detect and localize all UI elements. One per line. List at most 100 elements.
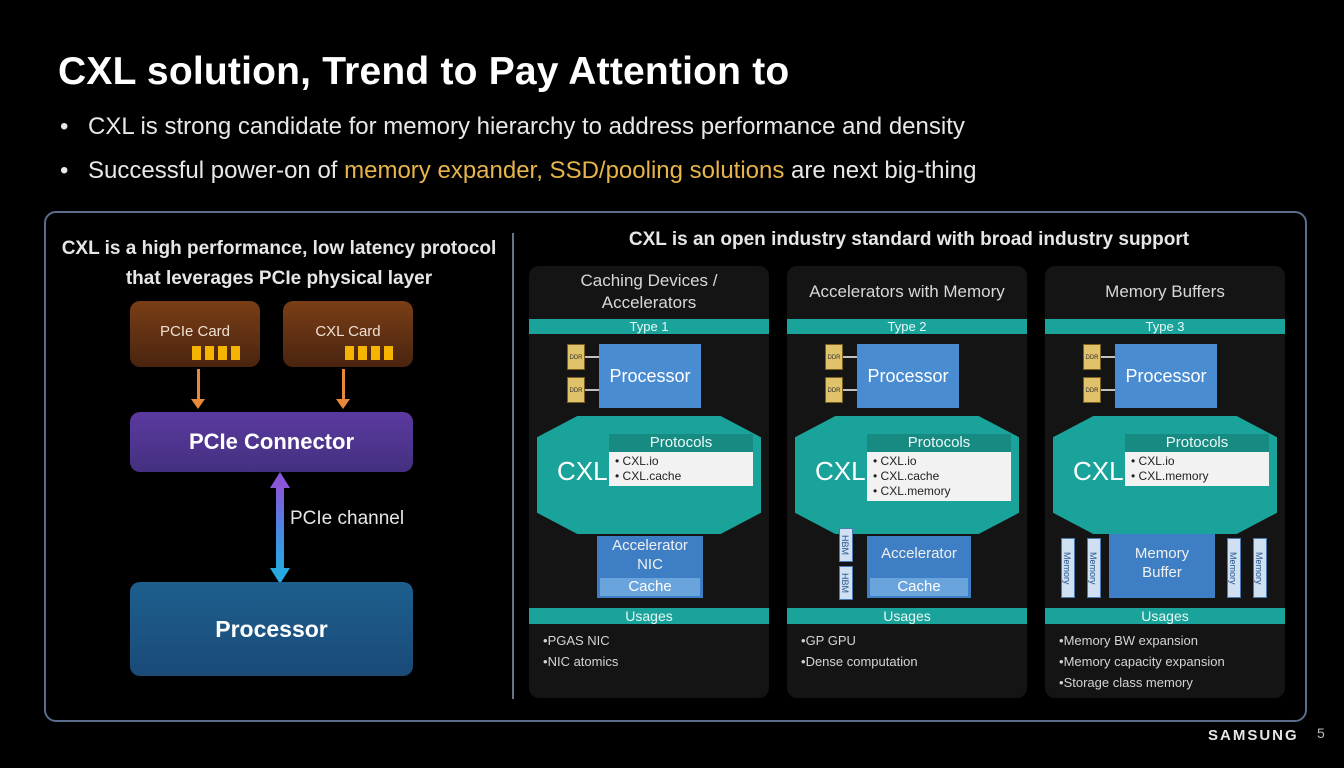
usages-list: GP GPU Dense computation (801, 630, 918, 672)
left-heading: CXL is a high performance, low latency p… (54, 234, 504, 294)
protocol-item: • CXL.io (1131, 454, 1175, 468)
cxl-label: CXL (1073, 456, 1124, 486)
slide-title: CXL solution, Trend to Pay Attention to (58, 50, 790, 93)
ddr-chips: DDR DDR (567, 344, 585, 410)
protocol-item: • CXL.io (873, 454, 917, 468)
panel-type3: Memory Buffers Type 3 DDR DDR Processor … (1045, 266, 1285, 698)
ddr-chip: DDR (567, 344, 585, 370)
pcie-card-label: PCIe Card (159, 323, 231, 340)
page-number: 5 (1317, 725, 1325, 741)
protocol-item: • CXL.io (615, 454, 659, 468)
bullet-item: CXL is strong candidate for memory hiera… (58, 112, 977, 156)
chip-link-line (585, 389, 599, 391)
cxl-label: CXL (815, 456, 866, 486)
hbm-tag: HBM (839, 528, 853, 562)
arrow-down-icon (191, 369, 205, 409)
chip-link-line (1101, 356, 1115, 358)
panel-title: Memory Buffers (1105, 282, 1225, 301)
block-line: NIC (637, 556, 663, 573)
protocol-item: • CXL.memory (873, 484, 951, 498)
section-divider (512, 233, 514, 699)
usage-item: Dense computation (801, 651, 918, 672)
ddr-chip: DDR (567, 377, 585, 403)
cache-block: Cache (870, 578, 968, 596)
protocols-title: Protocols (609, 434, 753, 452)
arrow-down-icon (336, 369, 350, 409)
protocols-list: • CXL.io • CXL.memory (1125, 452, 1269, 486)
protocols-list: • CXL.io • CXL.cache (609, 452, 753, 486)
panel-type1: Caching Devices / Accelerators Type 1 DD… (529, 266, 769, 698)
left-heading-line1: CXL is a high performance, low latency p… (61, 238, 497, 259)
arrow-down-icon (270, 568, 290, 584)
usage-item: Memory BW expansion (1059, 630, 1225, 651)
cxl-card: CXL Card (283, 301, 413, 367)
protocol-item: • CXL.cache (873, 469, 940, 483)
ddr-chip: DDR (825, 344, 843, 370)
bullet-highlight: memory expander, SSD/pooling solutions (344, 157, 785, 184)
usage-item: PGAS NIC (543, 630, 618, 651)
protocols-list: • CXL.io • CXL.cache • CXL.memory (867, 452, 1011, 501)
chip-link-line (585, 356, 599, 358)
type-bar: Type 1 (529, 319, 769, 334)
protocol-text: CXL.memory (880, 484, 951, 498)
protocol-text: CXL.memory (1138, 469, 1209, 483)
panel-title: Accelerators with Memory (809, 282, 1005, 301)
panel-title: Caching Devices / Accelerators (580, 271, 718, 312)
bullet-text-suffix: are next big-thing (784, 157, 977, 184)
chip-link-line (843, 356, 857, 358)
content-frame (44, 211, 1307, 722)
usages-bar: Usages (787, 608, 1027, 624)
protocol-item: • CXL.cache (615, 469, 682, 483)
usage-item: Storage class memory (1059, 672, 1225, 693)
right-heading: CXL is an open industry standard with br… (628, 229, 1190, 250)
block-line: Accelerator (612, 537, 688, 554)
protocol-text: CXL.io (880, 454, 917, 468)
arrow-up-icon (270, 472, 290, 488)
panel-type2: Accelerators with Memory Type 2 DDR DDR … (787, 266, 1027, 698)
protocol-text: CXL.cache (622, 469, 682, 483)
type-bar: Type 3 (1045, 319, 1285, 334)
protocol-text: CXL.cache (880, 469, 940, 483)
block-line: Buffer (1142, 564, 1182, 581)
left-heading-line2: that leverages PCIe physical layer (125, 268, 433, 289)
ddr-chips: DDR DDR (825, 344, 843, 410)
usages-bar: Usages (529, 608, 769, 624)
chip-link-line (843, 389, 857, 391)
bullet-item: Successful power-on of memory expander, … (58, 156, 977, 200)
device-processor: Processor (1115, 344, 1217, 408)
protocol-text: CXL.io (1138, 454, 1175, 468)
memory-tag: Memory (1061, 538, 1075, 598)
protocol-text: CXL.io (622, 454, 659, 468)
bullet-list: CXL is strong candidate for memory hiera… (58, 112, 977, 200)
pcie-channel-arrow (276, 486, 284, 570)
protocol-item: • CXL.memory (1131, 469, 1209, 483)
usages-bar: Usages (1045, 608, 1285, 624)
usages-list: PGAS NIC NIC atomics (543, 630, 619, 672)
cxl-label: CXL (557, 456, 608, 486)
host-processor: Processor (130, 582, 413, 676)
chip-link-line (1101, 389, 1115, 391)
memory-tag: Memory (1087, 538, 1101, 598)
usage-item: GP GPU (801, 630, 918, 651)
device-processor: Processor (599, 344, 701, 408)
block-line: Memory (1134, 545, 1190, 562)
block-line: Accelerator (881, 545, 957, 562)
ddr-chips: DDR DDR (1083, 344, 1101, 410)
ddr-chip: DDR (1083, 377, 1101, 403)
type-bar: Type 2 (787, 319, 1027, 334)
cxl-card-label: CXL Card (315, 323, 381, 340)
usages-list: Memory BW expansion Memory capacity expa… (1059, 630, 1225, 693)
protocols-title: Protocols (1125, 434, 1269, 452)
pcie-card: PCIe Card (130, 301, 260, 367)
pcie-connector: PCIe Connector (130, 412, 413, 472)
cache-block: Cache (600, 578, 700, 596)
memory-buffer-block: Memory Buffer (1109, 534, 1215, 598)
memory-tag: Memory (1227, 538, 1241, 598)
brand-logo: SAMSUNG (1208, 727, 1299, 744)
device-processor: Processor (857, 344, 959, 408)
pcie-channel-label: PCIe channel (290, 508, 405, 529)
usage-item: NIC atomics (543, 651, 619, 672)
bullet-text-prefix: Successful power-on of (88, 157, 345, 184)
ddr-chip: DDR (825, 377, 843, 403)
hbm-tag: HBM (839, 566, 853, 600)
